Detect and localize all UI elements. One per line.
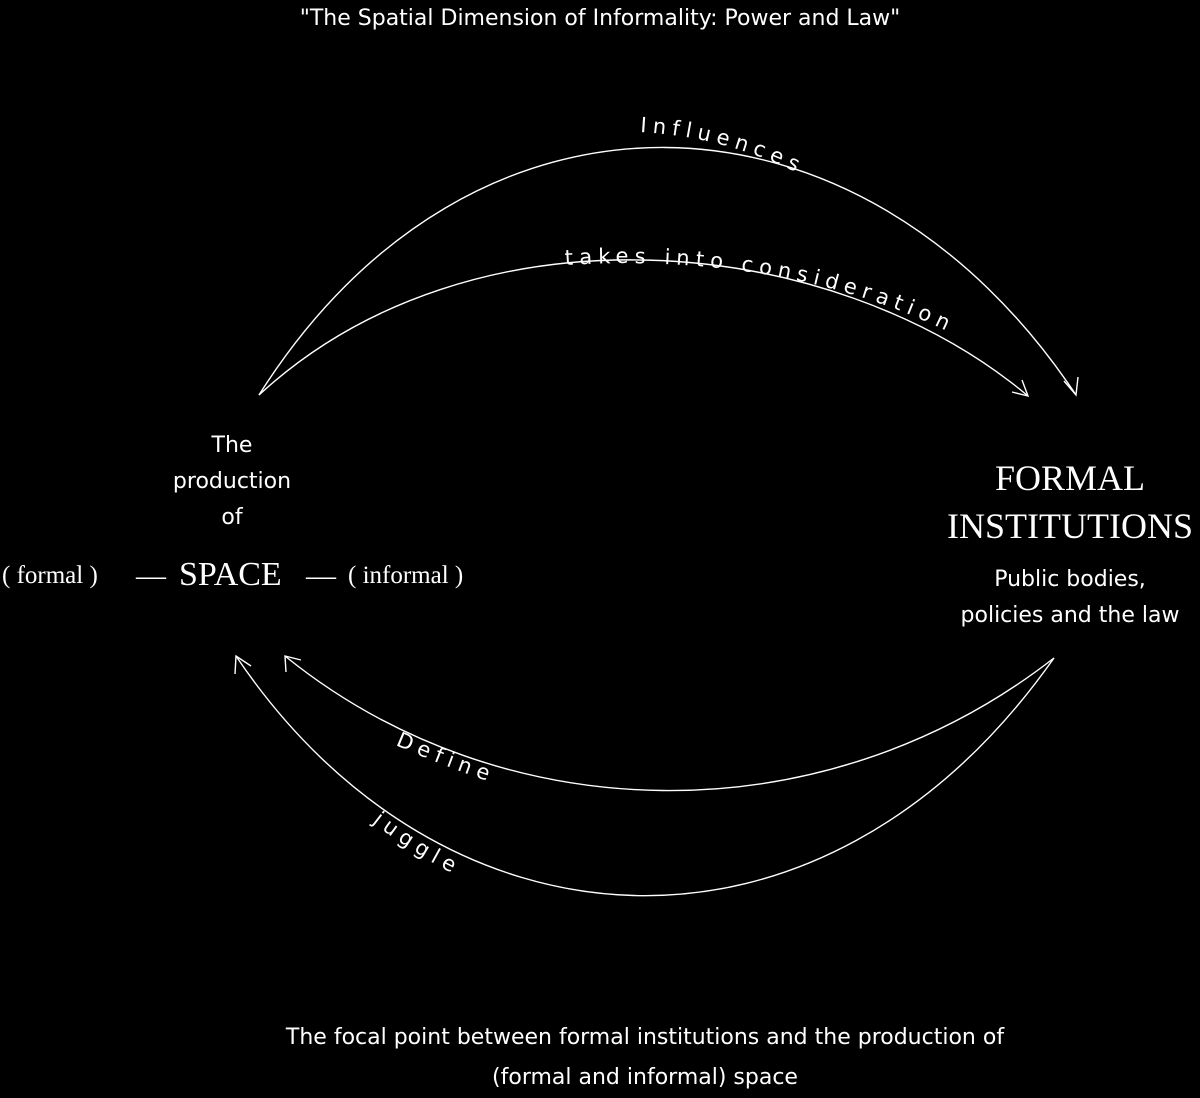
production-line-3: of bbox=[221, 505, 243, 530]
dash-right: — bbox=[306, 559, 336, 592]
space-node: ( formal ) — SPACE — ( informal ) bbox=[0, 556, 520, 600]
formal-institutions-line-1: FORMAL bbox=[994, 458, 1146, 498]
arrowhead-influences bbox=[1063, 376, 1079, 397]
dash-left: — bbox=[136, 559, 166, 592]
diagram-title: "The Spatial Dimension of Informality: P… bbox=[299, 6, 901, 31]
production-line-2: production bbox=[172, 469, 292, 494]
formal-institutions-node: FORMAL INSTITUTIONS Public bodies, polic… bbox=[930, 454, 1200, 634]
diagram-caption: The focal point between formal instituti… bbox=[160, 1018, 1130, 1098]
formal-paren-label: ( formal ) bbox=[2, 562, 98, 589]
formal-institutions-line-2: INSTITUTIONS bbox=[947, 506, 1193, 546]
production-of-label: The production of bbox=[150, 428, 314, 536]
arrowhead-define bbox=[284, 655, 302, 673]
label-juggle: juggle bbox=[368, 806, 466, 880]
institutions-sub-line-2: policies and the law bbox=[960, 603, 1180, 628]
informal-paren-label: ( informal ) bbox=[348, 562, 464, 589]
arc-define bbox=[284, 655, 1055, 792]
arc-influences bbox=[258, 146, 1077, 396]
label-influences: Influences bbox=[640, 113, 809, 179]
production-line-1: The bbox=[211, 433, 253, 458]
label-define: Define bbox=[393, 728, 499, 788]
arc-juggle bbox=[235, 655, 1055, 897]
caption-line-1: The focal point between formal instituti… bbox=[285, 1025, 1005, 1050]
arrowhead-juggle bbox=[234, 654, 252, 675]
arc-takes-into-consideration bbox=[258, 259, 1029, 397]
arrowhead-takes-into-consideration bbox=[1011, 379, 1030, 398]
space-label: SPACE bbox=[179, 556, 282, 593]
caption-line-2: (formal and informal) space bbox=[492, 1065, 798, 1090]
institutions-sub-line-1: Public bodies, bbox=[994, 567, 1146, 592]
label-takes-into-consideration: takes into consideration bbox=[564, 244, 959, 337]
